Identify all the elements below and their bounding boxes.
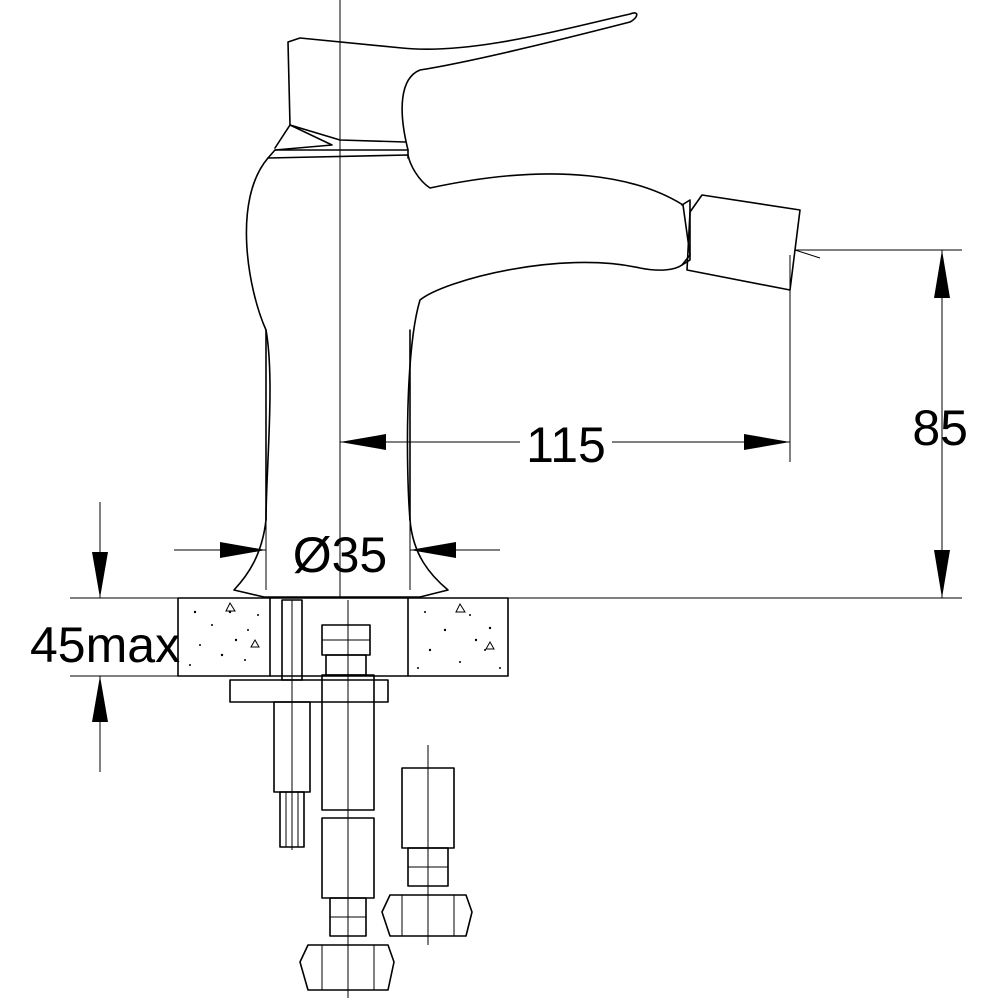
dimension-countertop-thickness: 45max	[30, 502, 180, 772]
arrow-up-icon	[934, 250, 950, 298]
arrow-down-icon	[934, 550, 950, 598]
arrow-right-icon	[744, 434, 790, 450]
mounting-hardware	[229, 599, 389, 850]
supply-hose-right	[381, 745, 473, 945]
stone-texture	[189, 601, 501, 669]
dimension-body-diameter: Ø35	[174, 520, 500, 590]
arrow-left-icon	[410, 542, 456, 558]
spout-height-label: 85	[912, 400, 968, 456]
arrow-right-icon	[220, 542, 266, 558]
arrow-down-icon	[92, 552, 108, 598]
countertop-section	[177, 597, 509, 677]
spout-reach-label: 115	[526, 417, 606, 473]
arrow-left-icon	[340, 434, 386, 450]
dimension-spout-height: 85	[508, 249, 968, 599]
aerator	[681, 194, 801, 291]
dimension-spout-reach: 115	[340, 255, 791, 473]
arrow-up-icon	[92, 676, 108, 722]
faucet-body	[233, 154, 691, 598]
countertop-thickness-label: 45max	[30, 617, 180, 673]
body-diameter-label: Ø35	[293, 527, 388, 583]
supply-hose-left	[299, 600, 395, 998]
lever-handle	[267, 12, 638, 159]
